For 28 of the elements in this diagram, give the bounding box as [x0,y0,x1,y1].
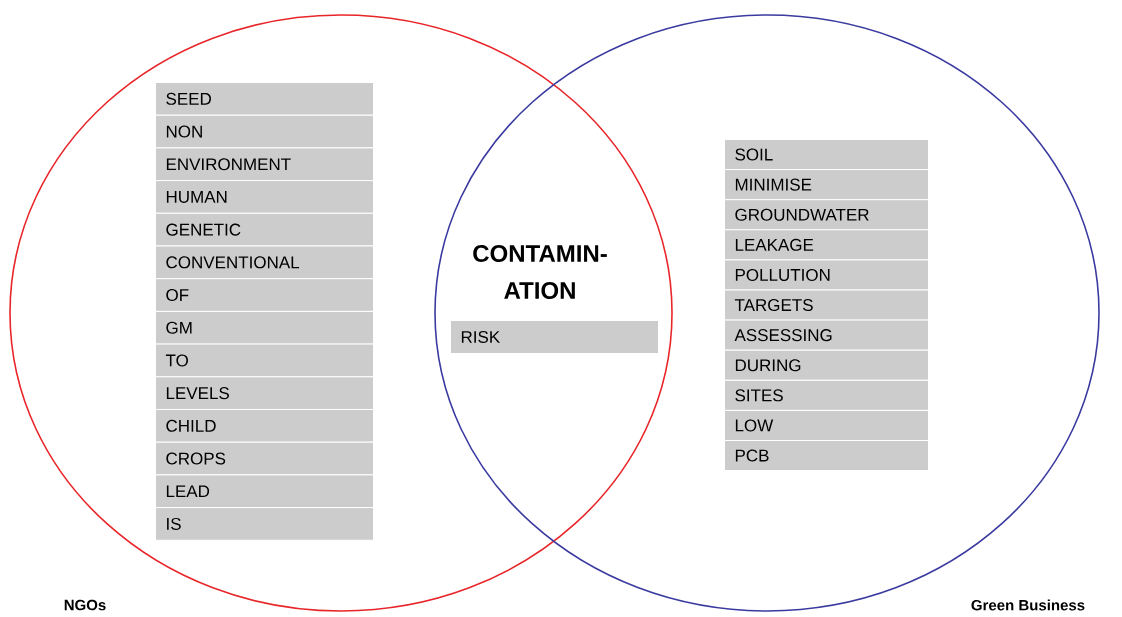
word-cell: DURING [724,349,929,381]
word-cell: SOIL [724,139,929,171]
word-cell: ASSESSING [724,319,929,351]
word-cell: CHILD [155,409,374,443]
word-cell: MINIMISE [724,169,929,201]
word-cell: LEVELS [155,376,374,410]
word-cell: IS [155,507,374,541]
set-label: NGOs [64,599,106,611]
word-cell: PCB [724,440,929,472]
word-cell: OF [155,278,374,312]
word-cell: POLLUTION [724,259,929,291]
word-cell: NON [155,114,374,149]
word-cell: LOW [724,409,929,441]
word-cell: CONVENTIONAL [155,245,374,280]
set-label: Green Business [971,599,1085,611]
word-cell: ENVIRONMENT [155,147,374,182]
word-cell: GM [155,310,374,345]
word-cell: TARGETS [724,289,929,321]
word-cell: SITES [724,379,929,411]
word-cell: TO [155,343,374,378]
word-cell: LEAKAGE [724,229,929,261]
word-cell: GROUNDWATER [724,199,929,231]
word-cell: HUMAN [155,180,374,214]
word-cell: CROPS [155,441,374,476]
word-cell: LEAD [155,474,374,509]
word-cell: SEED [155,82,374,116]
word-cell: RISK [450,320,659,354]
word-cell: GENETIC [155,212,374,247]
